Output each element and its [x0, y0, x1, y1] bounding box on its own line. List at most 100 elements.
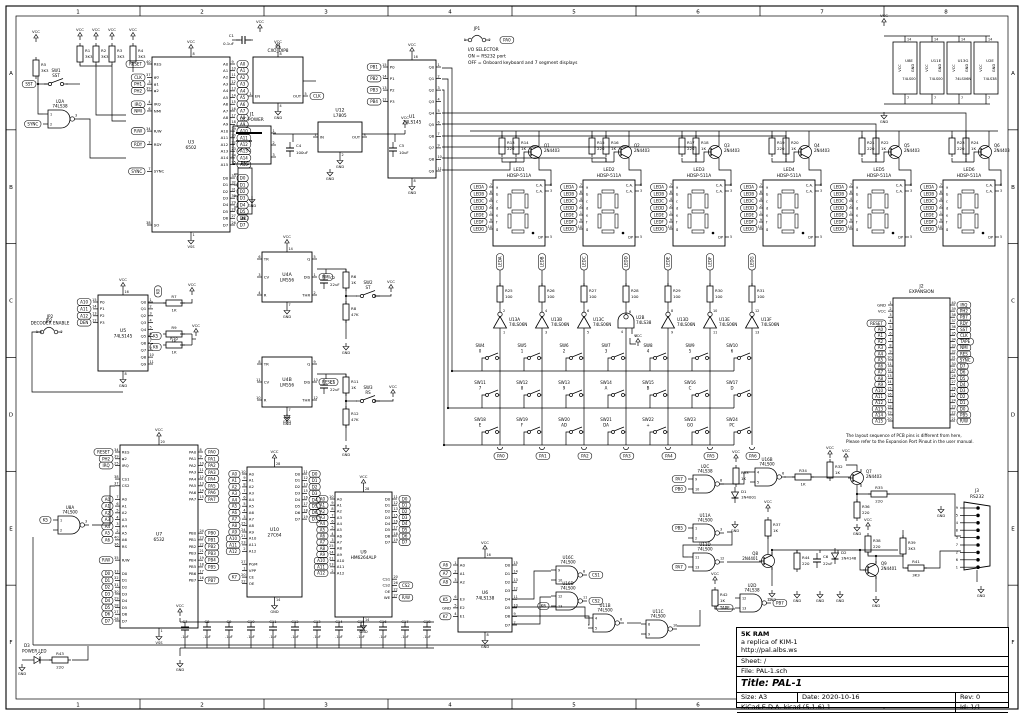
svg-text:VCC: VCC — [92, 27, 100, 32]
svg-text:PB5: PB5 — [189, 564, 197, 569]
svg-text:16: 16 — [414, 55, 418, 59]
svg-text:5: 5 — [595, 626, 597, 630]
svg-text:2: 2 — [454, 569, 456, 573]
svg-text:1K: 1K — [773, 528, 778, 533]
svg-text:74LS00: 74LS00 — [759, 462, 775, 467]
svg-text:PB4: PB4 — [208, 558, 216, 563]
svg-text:LEDB: LEDB — [474, 192, 485, 197]
net-label-d7: D7 — [308, 515, 321, 523]
svg-text:GND: GND — [816, 599, 824, 603]
svg-text:2: 2 — [342, 153, 344, 157]
net-label-ledb: LEDB — [650, 190, 668, 198]
net-label-pa7: PA7 — [671, 563, 687, 571]
svg-text:A4: A4 — [878, 351, 884, 356]
svg-text:2N4403: 2N4403 — [814, 148, 830, 153]
svg-text:R1: R1 — [85, 48, 91, 53]
svg-text:LEDC: LEDC — [653, 199, 664, 204]
svg-text:4: 4 — [258, 291, 260, 295]
net-label-d4: D4 — [101, 597, 114, 605]
svg-text:A5: A5 — [249, 504, 255, 509]
svg-text:A12: A12 — [80, 313, 88, 318]
svg-text:A1: A1 — [249, 478, 255, 483]
svg-text:VCC: VCC — [129, 27, 137, 32]
svg-text:OUT: OUT — [352, 134, 361, 139]
svg-text:A7: A7 — [240, 108, 246, 113]
svg-text:A2: A2 — [223, 75, 229, 80]
net-label-ledc: LEDC — [560, 197, 578, 205]
svg-text:CV: CV — [264, 379, 270, 384]
svg-text:1K: 1K — [971, 146, 976, 151]
svg-text:5: 5 — [572, 703, 576, 709]
svg-text:PH2: PH2 — [960, 309, 968, 314]
svg-text:20: 20 — [887, 417, 891, 421]
net-label-a1: A1 — [874, 331, 887, 340]
svg-text:LEDD: LEDD — [473, 206, 484, 211]
svg-text:SW16: SW16 — [684, 380, 696, 385]
net-label-a6: A6 — [101, 536, 114, 544]
svg-text:1: 1 — [940, 211, 942, 215]
svg-text:74LS00: 74LS00 — [929, 77, 943, 81]
svg-text:5: 5 — [635, 334, 637, 338]
svg-text:9: 9 — [580, 218, 582, 222]
svg-text:SW5: SW5 — [517, 343, 526, 348]
component-x1: X1CXO_DIP81EN5OUTCLK8VCC4GND — [248, 39, 325, 120]
svg-text:10: 10 — [668, 225, 672, 229]
svg-text:6: 6 — [956, 558, 958, 562]
svg-text:6: 6 — [760, 190, 762, 194]
svg-text:A3: A3 — [337, 515, 343, 520]
svg-text:A3: A3 — [878, 345, 884, 350]
svg-text:P2: P2 — [390, 87, 395, 92]
net-label-leda: LEDA — [740, 183, 758, 191]
svg-text:GND: GND — [977, 594, 985, 598]
svg-text:38: 38 — [146, 221, 150, 225]
svg-text:17: 17 — [232, 113, 236, 117]
svg-text:R43: R43 — [56, 651, 64, 656]
svg-text:C.A.: C.A. — [896, 189, 903, 193]
svg-text:VCC: VCC — [481, 540, 489, 545]
svg-text:SW20: SW20 — [558, 417, 570, 422]
svg-text:A1: A1 — [878, 333, 884, 338]
net-label-a10: A10 — [871, 386, 887, 395]
svg-text:PB3: PB3 — [208, 551, 216, 556]
svg-text:RESET: RESET — [129, 62, 142, 67]
svg-text:5: 5 — [889, 325, 891, 329]
svg-text:R41: R41 — [912, 559, 920, 564]
net-label-d2: D2 — [308, 483, 321, 491]
svg-text:g: g — [856, 227, 858, 231]
net-label-ledb: LEDB — [470, 190, 488, 198]
net-label-lede: LEDE — [470, 211, 488, 219]
svg-text:10: 10 — [695, 487, 699, 491]
svg-text:220: 220 — [597, 146, 605, 151]
svg-text:LEDA: LEDA — [498, 256, 503, 267]
svg-text:A15: A15 — [875, 419, 883, 424]
svg-text:PA0: PA0 — [208, 450, 216, 455]
svg-text:Q8: Q8 — [141, 354, 147, 359]
net-label-a10: A10 — [313, 556, 329, 565]
svg-text:D1: D1 — [312, 478, 318, 483]
svg-text:1K: 1K — [351, 385, 356, 390]
svg-text:A14: A14 — [875, 412, 883, 417]
svg-text:15: 15 — [382, 63, 386, 67]
svg-text:P1: P1 — [390, 76, 395, 81]
svg-text:36: 36 — [952, 325, 956, 329]
svg-text:X1: X1 — [275, 43, 281, 49]
svg-text:U16B: U16B — [761, 457, 772, 462]
svg-text:12: 12 — [887, 368, 891, 372]
display-led2: LED2HDSP-511A7aLEDA6bLEDB4cLEDC2dLEDD1eL… — [560, 131, 650, 247]
svg-text:U11A: U11A — [699, 513, 710, 518]
net-label-lede: LEDE — [830, 211, 848, 219]
svg-text:PA6: PA6 — [749, 454, 757, 459]
svg-text:3: 3 — [438, 86, 440, 90]
svg-text:D5: D5 — [122, 605, 128, 610]
svg-text:VCC: VCC — [274, 39, 282, 44]
